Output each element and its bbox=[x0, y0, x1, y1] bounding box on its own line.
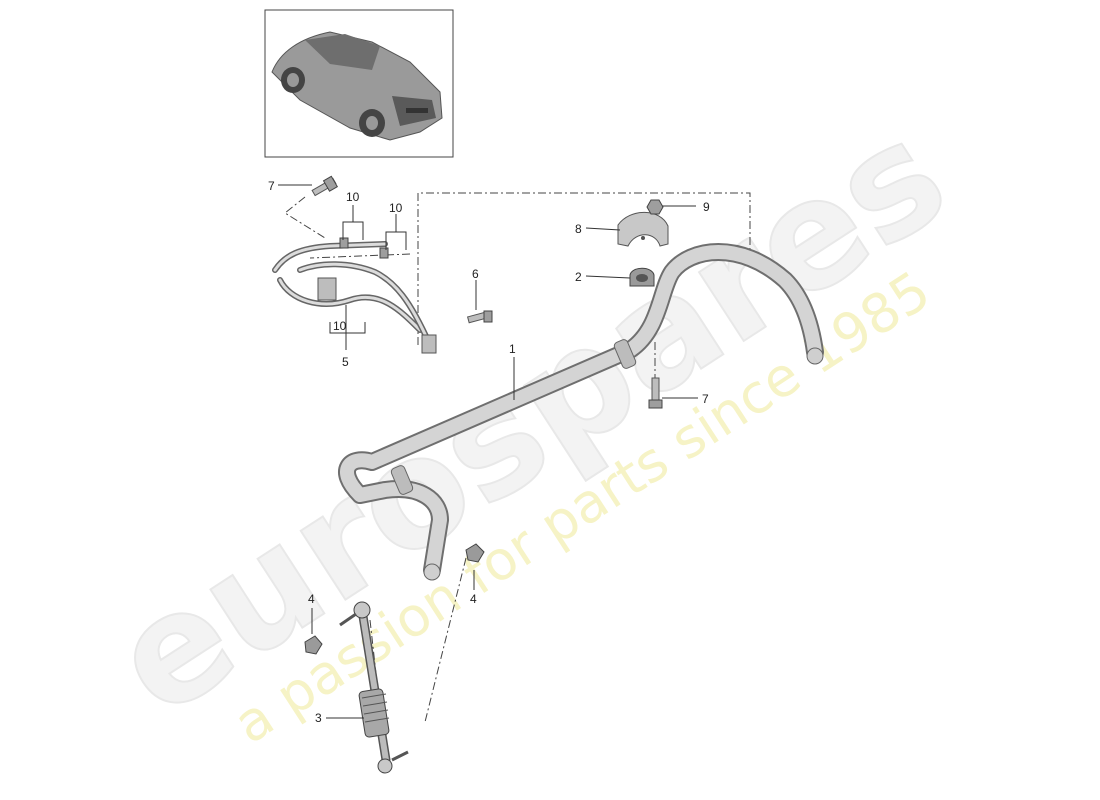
nut-part bbox=[646, 199, 664, 215]
callout-5: 5 bbox=[342, 355, 349, 369]
thumbnail bbox=[264, 9, 454, 158]
callout-8: 8 bbox=[575, 222, 582, 236]
bolt-part-6 bbox=[466, 310, 493, 324]
callouts: 7 10 10 10 5 6 8 9 2 1 7 4 4 3 bbox=[268, 179, 710, 725]
bolt-part-upper bbox=[311, 175, 339, 197]
callout-10-lower: 10 bbox=[333, 319, 347, 333]
watermark-brand: eurospares bbox=[85, 88, 975, 750]
bolt-part-lower bbox=[648, 377, 663, 409]
leader-lines bbox=[278, 184, 698, 719]
hose-assembly bbox=[272, 237, 437, 354]
callout-10-left: 10 bbox=[346, 190, 360, 204]
coupling-rod bbox=[339, 601, 409, 774]
callout-2: 2 bbox=[575, 270, 582, 284]
callout-6: 6 bbox=[472, 267, 479, 281]
watermark: eurospares a passion for parts since 198… bbox=[84, 87, 976, 756]
bushing-part bbox=[629, 267, 655, 287]
callout-9: 9 bbox=[703, 200, 710, 214]
reference-lines bbox=[284, 192, 751, 746]
callout-7-lower: 7 bbox=[702, 392, 709, 406]
callout-4-left: 4 bbox=[308, 592, 315, 606]
bracket-part bbox=[617, 211, 669, 247]
callout-10-right: 10 bbox=[389, 201, 403, 215]
callout-1: 1 bbox=[509, 342, 516, 356]
callout-4-right: 4 bbox=[470, 592, 477, 606]
callout-7-upper: 7 bbox=[268, 179, 275, 193]
callout-3: 3 bbox=[315, 711, 322, 725]
car-icon bbox=[271, 31, 443, 141]
bushing-part-4b bbox=[304, 635, 323, 655]
bushing-part-4a bbox=[465, 543, 485, 563]
stabilizer-bar bbox=[338, 243, 824, 581]
